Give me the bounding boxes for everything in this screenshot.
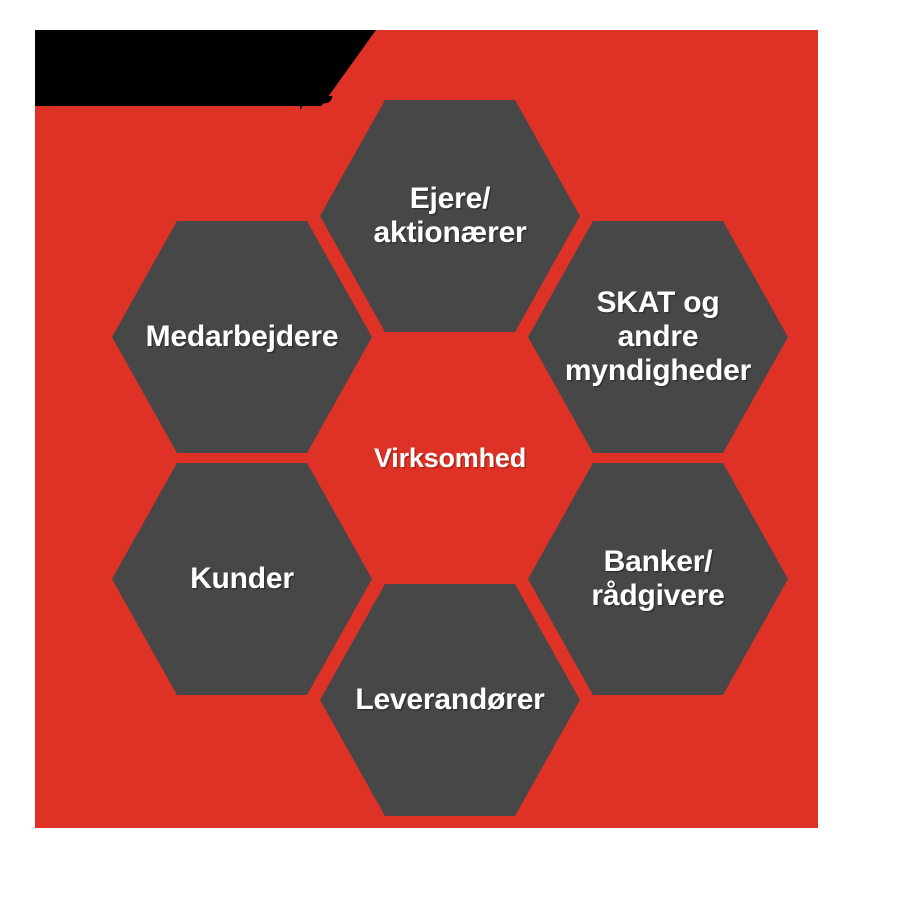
hex-label-virksomhed: Virksomhed [373,442,527,473]
hex-label-leverandorer: Leverandører [355,682,545,716]
hex-label-ejere: Ejere/ aktionærer [373,181,527,249]
redacted-title-scalloped-edge [35,96,335,110]
hex-label-skat: SKAT og andre myndigheder [564,285,752,388]
hex-label-banker: Banker/ rådgivere [591,544,725,612]
hex-label-kunder: Kunder [190,561,294,595]
hex-label-medarbejdere: Medarbejdere [145,319,339,353]
